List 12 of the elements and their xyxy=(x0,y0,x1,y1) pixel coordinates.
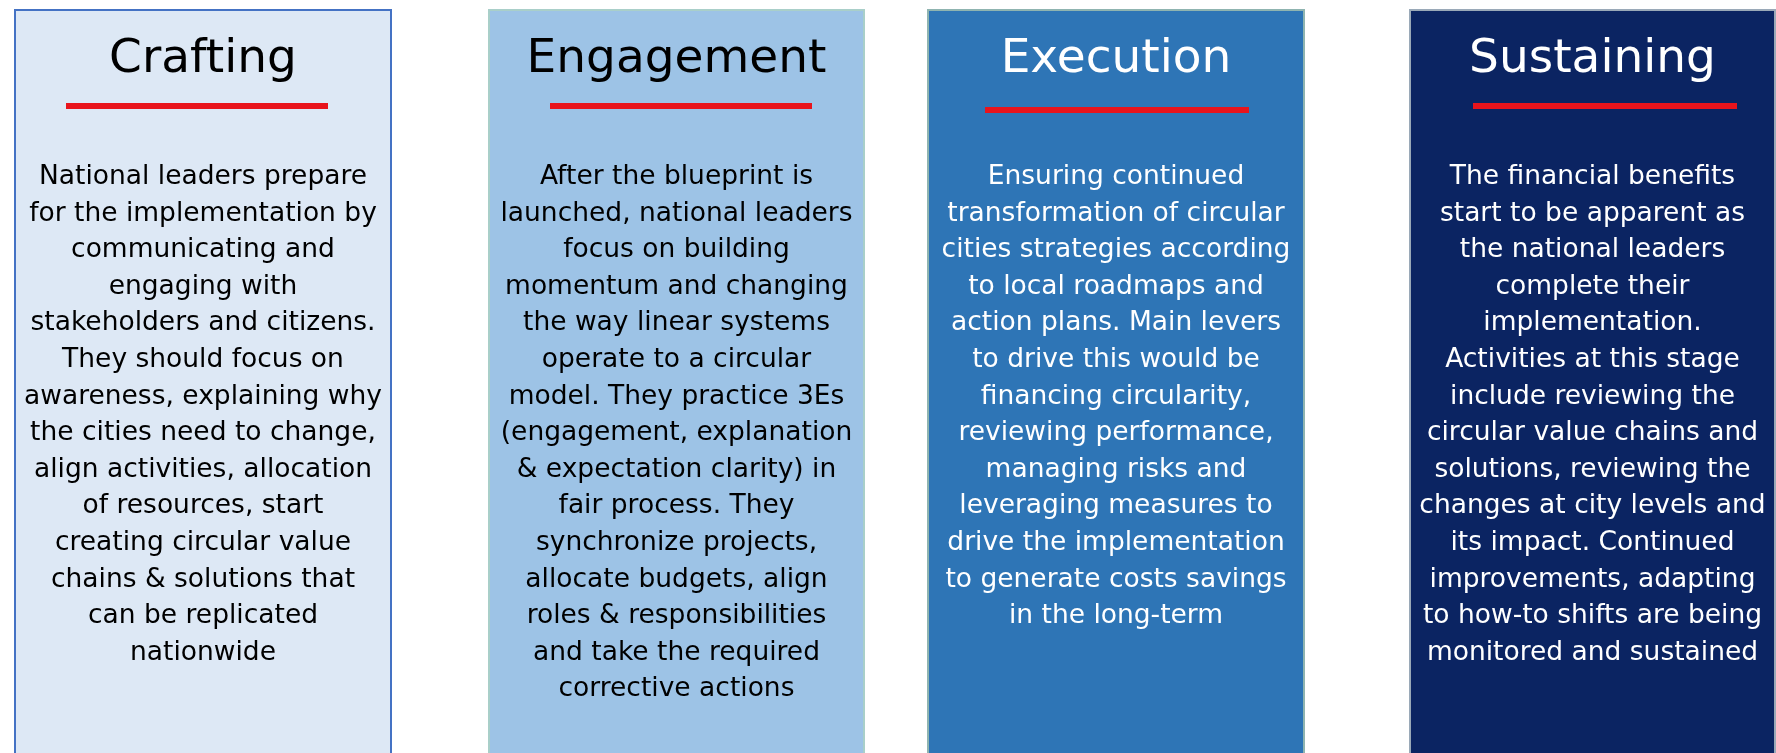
stage-title: Crafting xyxy=(108,27,298,85)
stage-panel xyxy=(14,9,392,753)
stage-title: Sustaining xyxy=(1468,27,1717,85)
stage-description: The financial benefits start to be apparent as the national leaders complete their implementation. Activities at this stage include reviewing the circular value chains and solutions, reviewing the changes at city levels and its impact. Continued improvements, adapting to how-to shifts are being monitored and sustained xyxy=(1419,158,1766,668)
stage-title: Execution xyxy=(999,27,1233,85)
stage-panel xyxy=(488,9,865,753)
stage-title: Engagement xyxy=(525,27,828,85)
stage-description: After the blueprint is launched, national leaders focus on building momentum and changing the way linear systems operate to a circular model. They practice 3Es (engagement, explanation & expectation clarity) in fair process. They synchronize projects, allocate budgets, align roles & responsibilities and take the required corrective actions xyxy=(499,158,854,705)
stage-description: National leaders prepare for the implementation by communicating and engaging with stakeholders and citizens. They should focus on awareness, explaining why the cities need to change, align activities, allocation of resources, start creating circular value chains & solutions that can be replicated nationwide xyxy=(24,158,382,668)
stage-panel xyxy=(927,9,1305,753)
stage-panel xyxy=(1409,9,1776,753)
stage-description: Ensuring continued transformation of circular cities strategies according to local roadmaps and action plans. Main levers to drive this would be financing circularity, reviewing performance, managing risks and leveraging measures to drive the implementation to generate costs savings in the long-term xyxy=(940,158,1292,632)
